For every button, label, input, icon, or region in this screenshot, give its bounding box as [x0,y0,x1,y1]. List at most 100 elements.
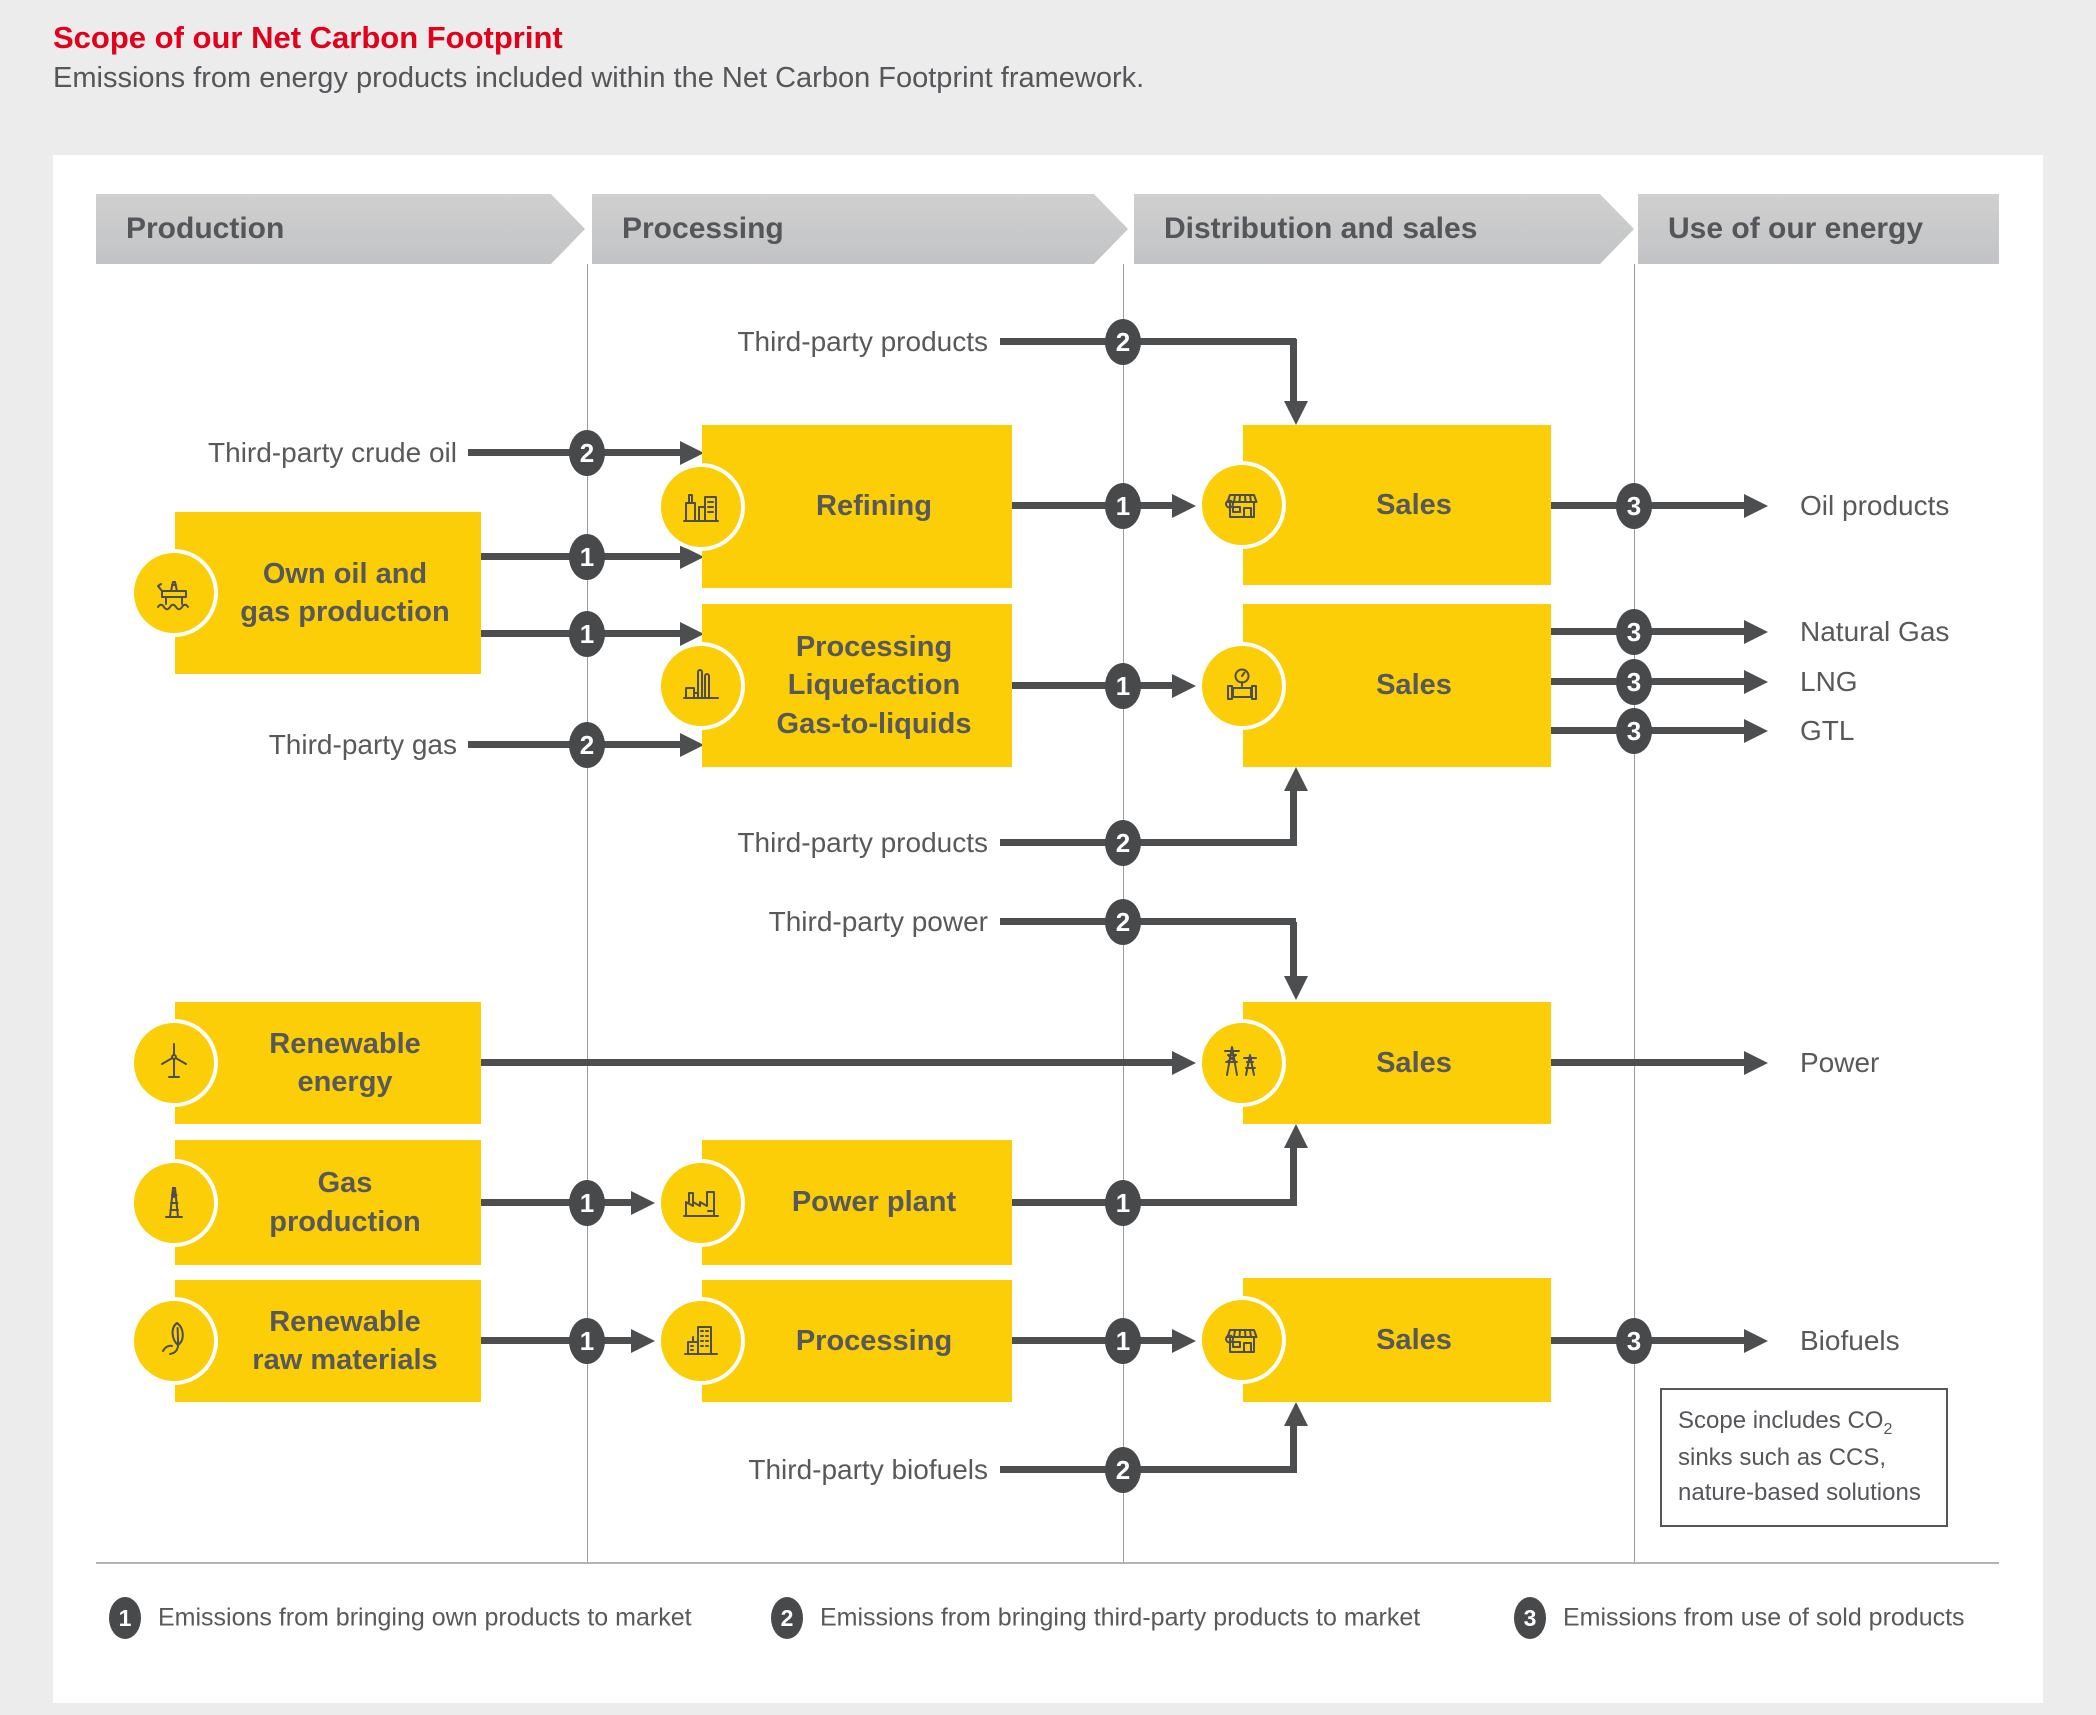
flow-line-vertical [1290,1148,1297,1206]
box-processing-biofuels: Processing [657,1280,1012,1402]
legend-separator-line [96,1562,1999,1564]
emission-badge-3: 3 [1616,483,1652,529]
box-own-oil-gas-production: Own oil and gas production [130,512,481,674]
flow-line-vertical [1290,339,1297,403]
arrowhead-right [1744,494,1768,518]
flow-line-vertical [1290,791,1297,846]
flow-line [481,1337,631,1344]
label-natural-gas: Natural Gas [1800,616,1950,647]
box-label: Renewable raw materials [252,1305,438,1376]
box-sales-power: Sales [1198,1002,1551,1124]
box-power-plant: Power plant [657,1140,1012,1265]
arrowhead-up [1284,1402,1308,1426]
emission-badge-1: 1 [1105,663,1141,709]
label-third-party-products-mid: Third-party products [737,827,988,858]
flow-line [1000,918,1296,925]
box-label: Refining [816,490,932,523]
flow-line [1012,682,1172,689]
box-processing-liquefaction-gtl: Processing Liquefaction Gas-to-liquids [657,604,1012,767]
emission-badge-3: 3 [1616,609,1652,655]
label-gtl: GTL [1800,715,1855,746]
box-label: Sales [1376,669,1452,702]
column-divider-1 [587,264,588,1563]
column-header-use-of-energy: Use of our energy [1638,194,1999,264]
box-renewable-energy: Renewable energy [130,1002,481,1124]
emission-badge-1: 1 [569,1180,605,1226]
column-header-distribution: Distribution and sales [1134,194,1634,264]
label-biofuels: Biofuels [1800,1325,1900,1356]
page-title: Scope of our Net Carbon Footprint [53,20,563,55]
legend-text-1: Emissions from bringing own products to … [158,1603,692,1632]
arrowhead-up [1284,1124,1308,1148]
box-refining: Refining [657,425,1012,588]
drilling-derrick-icon [130,1158,218,1247]
flow-line-vertical [1290,922,1297,976]
column-header-label: Processing [622,212,784,245]
arrowhead-right [631,1191,655,1215]
arrowhead-right [1744,670,1768,694]
arrowhead-right [680,733,704,757]
arrowhead-right [1744,719,1768,743]
factory-icon [657,1158,745,1247]
column-header-label: Distribution and sales [1164,212,1478,245]
note-text-line3: nature-based solutions [1678,1478,1921,1506]
box-sales-gas: Sales [1198,604,1551,767]
label-third-party-biofuels: Third-party biofuels [748,1454,988,1485]
offshore-platform-icon [130,549,218,637]
gas-plant-icon [657,641,745,730]
flow-line [1012,1199,1296,1206]
emission-badge-2: 2 [569,722,605,768]
flow-line [1551,1059,1744,1066]
box-renewable-raw-materials: Renewable raw materials [130,1280,481,1402]
arrowhead-right [1172,494,1196,518]
emission-badge-2: 2 [1105,899,1141,945]
box-gas-production: Gas production [130,1140,481,1265]
arrowhead-down [1284,401,1308,425]
arrowhead-up [1284,767,1308,791]
refinery-icon [657,462,745,551]
arrowhead-right [1744,1051,1768,1075]
arrowhead-right [1172,1051,1196,1075]
emission-badge-3: 3 [1616,659,1652,705]
box-label: Sales [1376,488,1452,521]
buildings-icon [657,1297,745,1385]
box-sales-biofuels: Sales [1198,1278,1551,1402]
wind-turbine-icon [130,1019,218,1107]
box-label: Sales [1376,1323,1452,1356]
label-lng: LNG [1800,666,1858,697]
flow-line [1000,839,1296,846]
flow-line-vertical [1290,1426,1297,1473]
emission-badge-1: 1 [1105,1318,1141,1364]
legend-text-2: Emissions from bringing third-party prod… [820,1603,1421,1632]
emission-badge-1: 1 [569,1318,605,1364]
flow-line [1012,502,1172,509]
emission-badge-1: 1 [1105,1180,1141,1226]
scope-note: Scope includes CO2 sinks such as CCS, na… [1660,1388,1948,1527]
emission-badge-2: 2 [1105,820,1141,866]
column-header-production: Production [96,194,585,264]
flow-line [1000,1466,1296,1473]
column-divider-3 [1634,264,1635,1563]
emission-badge-1: 1 [569,611,605,657]
label-third-party-power: Third-party power [768,906,988,937]
column-header-label: Production [126,212,285,245]
flow-line [481,1199,631,1206]
emission-badge-3: 3 [1616,708,1652,754]
arrowhead-right [680,441,704,465]
emission-badge-2: 2 [1105,319,1141,365]
emission-badge-2: 2 [569,430,605,476]
box-label: Renewable energy [269,1027,421,1098]
box-label: Power plant [791,1186,957,1219]
power-pylons-icon [1198,1019,1286,1107]
flow-line [1012,1337,1172,1344]
column-header-processing: Processing [592,194,1128,264]
emission-badge-1: 1 [1105,483,1141,529]
box-label: Gas production [269,1167,421,1238]
arrowhead-down [1284,976,1308,1000]
leaf-icon [130,1297,218,1385]
legend-badge-1: 1 [109,1597,141,1639]
arrowhead-right [631,1329,655,1353]
box-label: Processing Liquefaction Gas-to-liquids [776,631,972,740]
box-label: Own oil and gas production [240,557,450,628]
label-power: Power [1800,1047,1880,1078]
